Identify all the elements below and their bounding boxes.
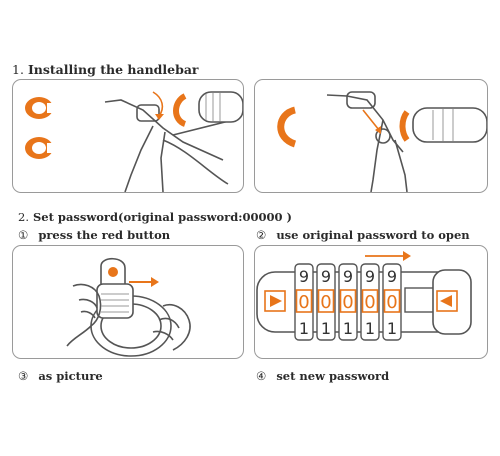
caption-1-text: press the red button <box>38 228 171 242</box>
caption-4-text: set new password <box>276 369 390 383</box>
dial-digit: 1 <box>299 319 309 338</box>
dial-digit: 1 <box>387 319 397 338</box>
arrow-left-icon <box>440 295 452 307</box>
dial-digit-current: 0 <box>364 292 375 313</box>
caption-use-original: ② use original password to open <box>256 228 470 242</box>
dial-digit: 9 <box>299 267 309 286</box>
step-1-number: 1. <box>12 62 24 77</box>
dial-digit-current: 0 <box>298 292 309 313</box>
arrow-right-icon <box>365 251 411 261</box>
caption-as-picture: ③ as picture <box>18 369 103 383</box>
dial-digit: 9 <box>387 267 397 286</box>
dial-digit: 1 <box>321 319 331 338</box>
step-1-heading: 1.Installing the handlebar <box>12 62 199 77</box>
arrow-right-icon <box>270 295 282 307</box>
dial-highlight <box>339 289 357 313</box>
step-1-title: Installing the handlebar <box>27 62 199 77</box>
caption-3-marker: ③ <box>18 369 29 383</box>
install-clips-illustration <box>25 91 243 192</box>
caption-4-marker: ④ <box>256 369 267 383</box>
dial-highlight <box>361 289 379 313</box>
installed-lock-illustration <box>277 91 487 192</box>
panel-installed-lock <box>254 79 488 193</box>
arrow-down-icon <box>362 109 381 134</box>
caption-2-marker: ② <box>256 228 267 242</box>
caption-press-button: ① press the red button <box>18 228 170 242</box>
caption-1-marker: ① <box>18 228 29 242</box>
dial-digit: 1 <box>365 319 375 338</box>
dial-digit-current: 0 <box>342 292 353 313</box>
caption-2-text: use original password to open <box>276 228 470 242</box>
panel-press-button <box>12 245 244 359</box>
dial-digit: 1 <box>343 319 353 338</box>
caption-3-text: as picture <box>38 369 103 383</box>
orange-clip-icon <box>25 137 57 159</box>
dial-digit: 9 <box>343 267 353 286</box>
panel-install-clips <box>12 79 244 193</box>
caption-set-new-password: ④ set new password <box>256 369 389 383</box>
dial-highlight <box>383 289 401 313</box>
press-button-illustration <box>66 257 191 357</box>
step-2-title: Set password(original password:00000 ) <box>32 210 292 224</box>
step-2-heading: 2.Set password(original password:00000 ) <box>18 210 292 224</box>
dial-digit: 9 <box>321 267 331 286</box>
dial-digit-current: 0 <box>386 292 397 313</box>
step-2-number: 2. <box>18 210 29 224</box>
dial-digit: 9 <box>365 267 375 286</box>
dial-highlight <box>317 289 335 313</box>
arrow-down-icon <box>152 91 164 120</box>
red-button-icon <box>108 267 118 277</box>
dial-digit-current: 0 <box>320 292 331 313</box>
orange-clip-icon <box>25 97 57 119</box>
orange-clip-icon <box>277 106 297 148</box>
dial-highlight <box>295 289 313 313</box>
arrow-right-icon <box>129 277 159 287</box>
